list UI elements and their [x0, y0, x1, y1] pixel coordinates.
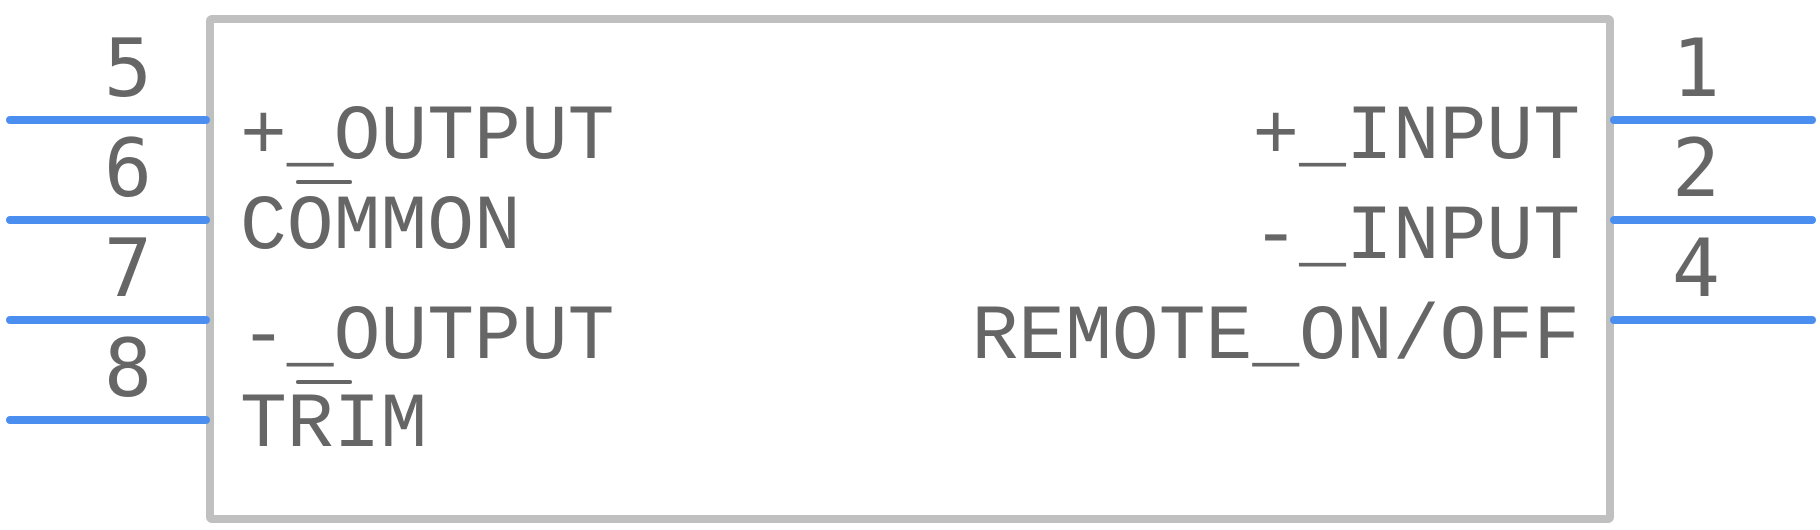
pin-number-2: 2 [1672, 122, 1720, 215]
pin-number-1: 1 [1672, 22, 1720, 115]
left-pin-5: 5 +_OUTPUT [6, 22, 614, 182]
pin-number-6: 6 [104, 122, 152, 215]
pin-number-8: 8 [104, 322, 152, 415]
pin-number-7: 7 [104, 222, 152, 315]
right-pin-2: 2 -_INPUT [1252, 122, 1816, 282]
pin-number-5: 5 [104, 22, 152, 115]
component-body [206, 15, 1614, 523]
left-pin-6: 6 COMMON [6, 122, 521, 272]
right-pin-4: 4 REMOTE_ON/OFF [972, 222, 1816, 382]
right-pin-1: 1 +_INPUT [1252, 22, 1816, 182]
pin-label-remote-on-off: REMOTE_ON/OFF [972, 294, 1581, 382]
pin-label-trim: TRIM [240, 382, 427, 470]
left-pin-8: 8 TRIM [6, 322, 427, 470]
pin-number-4: 4 [1672, 222, 1720, 315]
pin-label-common: COMMON [240, 184, 521, 272]
left-pin-7: 7 -_OUTPUT [6, 222, 614, 382]
pin-label-minus-input: -_INPUT [1252, 194, 1580, 282]
pin-label-minus-output: -_OUTPUT [240, 294, 614, 382]
pin-label-plus-output: +_OUTPUT [240, 94, 614, 182]
pin-label-plus-input: +_INPUT [1252, 94, 1580, 182]
